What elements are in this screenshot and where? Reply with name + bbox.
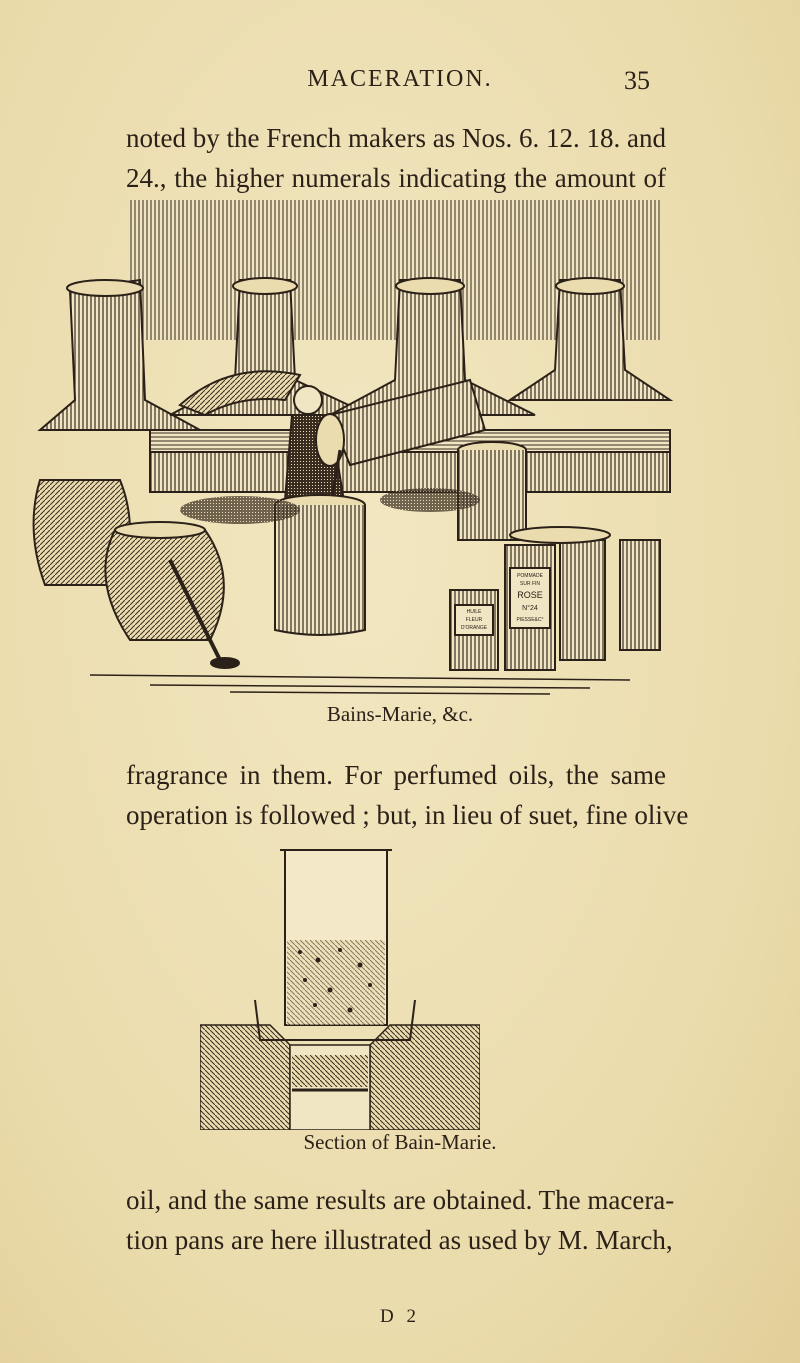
text-line: fragrance in them. For perfumed oils, th…	[126, 760, 666, 790]
text-line: 24., the higher numerals indicating the …	[126, 163, 666, 193]
box-label: N°24	[522, 604, 538, 612]
signature-mark: D 2	[380, 1306, 420, 1327]
running-title: MACERATION.	[307, 66, 493, 92]
text-line: operation is followed ; but, in lieu of …	[126, 800, 689, 830]
bain-marie-section-diagram	[200, 849, 480, 1130]
figure-caption-section: Section of Bain-Marie.	[303, 1130, 497, 1154]
text-line: tion pans are here illustrated as used b…	[126, 1225, 673, 1255]
box-label: POMMADE	[517, 573, 544, 579]
box-label: PIESSE&C°	[516, 617, 543, 623]
bains-marie-illustration: HUILE FLEUR D'ORANGE POMMADE SUR FIN ROS…	[32, 200, 674, 695]
box-label: D'ORANGE	[461, 625, 488, 631]
box-label: SUR FIN	[520, 581, 540, 587]
box-label: ROSE	[517, 590, 543, 600]
page-number: 35	[624, 66, 650, 95]
box-label: HUILE	[467, 609, 482, 615]
box-label: FLEUR	[466, 617, 483, 623]
figure-caption-bains-marie: Bains-Marie, &c.	[326, 702, 474, 726]
text-line: noted by the French makers as Nos. 6. 12…	[126, 123, 666, 153]
running-head: MACERATION. 35	[0, 66, 800, 106]
text-line: oil, and the same results are obtained. …	[126, 1185, 675, 1215]
